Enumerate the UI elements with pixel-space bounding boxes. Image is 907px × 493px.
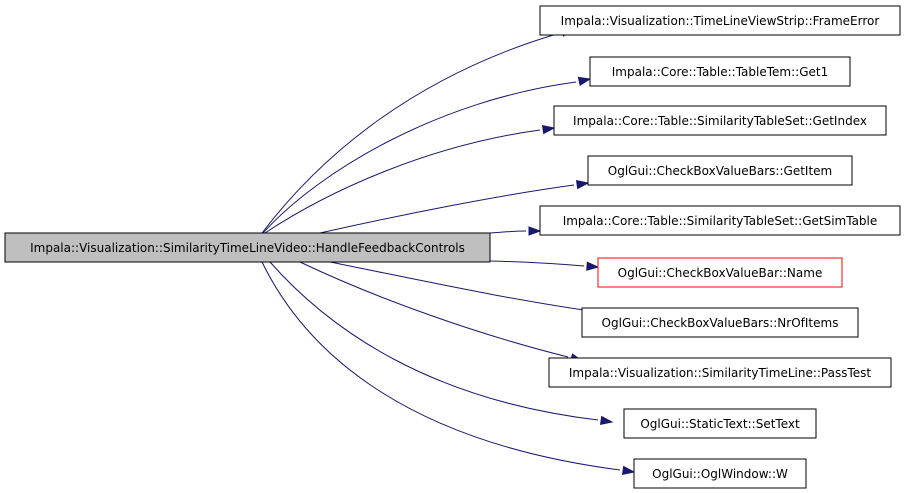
callee-node-get-index[interactable]: Impala::Core::Table::SimilarityTableSet:… <box>553 105 887 136</box>
callee-node-set-text[interactable]: OglGui::StaticText::SetText <box>623 408 817 439</box>
callee-node-box <box>623 408 817 439</box>
callee-node-get-sim-table[interactable]: Impala::Core::Table::SimilarityTableSet:… <box>539 205 901 236</box>
callee-node-box <box>597 257 843 288</box>
callee-node-label: OglGui::CheckBoxValueBar::Name <box>618 266 823 280</box>
root-node[interactable]: Impala::Visualization::SimilarityTimeLin… <box>4 232 491 263</box>
arrowhead <box>541 124 556 135</box>
callee-node-label: Impala::Core::Table::SimilarityTableSet:… <box>563 214 878 228</box>
call-edge <box>299 261 569 358</box>
root-node-label: Impala::Visualization::SimilarityTimeLin… <box>30 241 465 255</box>
callee-node-frame-error[interactable]: Impala::Visualization::TimeLineViewStrip… <box>539 5 901 36</box>
callee-node-label: Impala::Core::Table::TableTem::Get1 <box>612 65 828 79</box>
callee-node-box <box>539 5 901 36</box>
call-edge <box>261 32 561 234</box>
arrowhead <box>599 415 614 426</box>
call-edge <box>261 261 621 471</box>
callee-node-label: OglGui::StaticText::SetText <box>640 417 800 431</box>
callee-node-get-item[interactable]: OglGui::CheckBoxValueBars::GetItem <box>587 155 853 186</box>
callee-node-box <box>581 307 859 338</box>
callee-node-label: Impala::Visualization::SimilarityTimeLin… <box>569 366 872 380</box>
callee-node-box <box>539 205 901 236</box>
arrowhead <box>621 465 636 476</box>
call-edge <box>319 184 575 234</box>
callee-node-box <box>633 458 807 489</box>
callee-node-label: Impala::Visualization::TimeLineViewStrip… <box>561 14 880 28</box>
callee-node-label: OglGui::CheckBoxValueBars::NrOfItems <box>602 316 839 330</box>
root-node-box <box>4 232 491 263</box>
callee-node-label: OglGui::CheckBoxValueBars::GetItem <box>608 164 832 178</box>
callee-node-nr-of-items[interactable]: OglGui::CheckBoxValueBars::NrOfItems <box>581 307 859 338</box>
callee-node-box <box>553 105 887 136</box>
call-edge <box>262 81 577 234</box>
callee-node-box <box>589 56 851 87</box>
call-edge <box>489 260 585 267</box>
callee-node-pass-test[interactable]: Impala::Visualization::SimilarityTimeLin… <box>548 357 892 388</box>
arrowhead <box>575 179 590 190</box>
call-edges <box>261 27 636 476</box>
callee-node-get1[interactable]: Impala::Core::Table::TableTem::Get1 <box>589 56 851 87</box>
arrowhead <box>528 226 542 236</box>
callee-node-w[interactable]: OglGui::OglWindow::W <box>633 458 807 489</box>
callee-node-name[interactable]: OglGui::CheckBoxValueBar::Name <box>597 257 843 288</box>
callee-node-box <box>548 357 892 388</box>
call-edge <box>264 129 541 234</box>
callee-node-label: OglGui::OglWindow::W <box>652 467 788 481</box>
call-edge <box>269 261 599 421</box>
arrowhead <box>586 261 600 271</box>
call-edge <box>489 230 527 234</box>
callee-node-label: Impala::Core::Table::SimilarityTableSet:… <box>573 114 867 128</box>
arrowhead <box>577 76 592 87</box>
call-edge <box>329 261 605 314</box>
callee-node-box <box>587 155 853 186</box>
